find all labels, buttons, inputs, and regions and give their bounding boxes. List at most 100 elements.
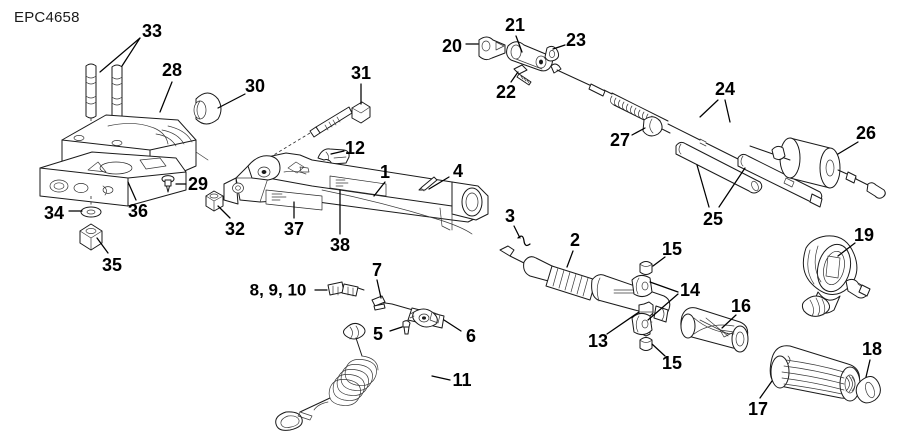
callout-15: 15 — [661, 239, 683, 259]
part-11-coiled-lanyard — [275, 322, 379, 431]
part-12-clip — [317, 148, 350, 165]
leader-line-33 — [121, 37, 141, 67]
leader-line-28 — [159, 81, 173, 113]
part-18-grip-end-ring — [855, 376, 881, 404]
leader-line-2 — [566, 250, 574, 268]
leader-lines — [68, 35, 871, 399]
callout-26: 26 — [855, 123, 877, 143]
callout-19: 19 — [853, 225, 875, 245]
part-7-wire-lead — [371, 295, 421, 313]
leader-line-15 — [652, 256, 666, 267]
leader-line-35 — [96, 237, 109, 254]
part-27-cable-retainer-cap — [642, 116, 663, 137]
part-1-tiller-handle-arm — [223, 152, 489, 235]
callout-31: 31 — [350, 63, 372, 83]
leader-line-32 — [217, 205, 231, 219]
callout-7: 7 — [371, 260, 383, 280]
callout-23: 23 — [565, 30, 587, 50]
leader-line-15 — [651, 343, 666, 357]
callout-3: 3 — [504, 206, 516, 226]
leader-line-26 — [837, 141, 859, 155]
callout-28: 28 — [161, 60, 183, 80]
callout-16: 16 — [730, 296, 752, 316]
part-37-id-plate — [265, 189, 323, 211]
leader-line-6 — [443, 319, 462, 332]
part-15-spacer-upper — [639, 261, 653, 275]
leader-line-12 — [330, 150, 345, 155]
callout-1: 1 — [379, 162, 391, 182]
callout-27: 27 — [609, 130, 631, 150]
callout-29: 29 — [187, 174, 209, 194]
leader-line-7 — [376, 279, 382, 299]
part-8-9-10-connector-set — [327, 281, 365, 297]
part-30-pivot-cap — [193, 92, 222, 125]
leader-line-17 — [759, 380, 773, 399]
leader-line-13 — [606, 311, 640, 335]
leader-line-14 — [649, 281, 679, 293]
part-38-id-plate — [329, 175, 387, 197]
part-26-cable-drum — [749, 137, 886, 199]
part-17-throttle-grip — [769, 345, 861, 402]
part-25-cable-housing-tubes — [675, 141, 823, 208]
part-19-clamp-bracket — [801, 235, 871, 317]
leader-line-36 — [127, 181, 137, 201]
leader-line-24 — [724, 99, 731, 123]
callout-5: 5 — [372, 324, 384, 344]
part-34-washer — [80, 206, 102, 218]
callout-12: 12 — [344, 138, 366, 158]
leader-line-25 — [696, 164, 710, 208]
callout-2: 2 — [569, 230, 581, 250]
part-33-pivot-pins — [85, 63, 123, 151]
part-16-throttle-cam-tube — [680, 307, 749, 353]
callout-32: 32 — [224, 219, 246, 239]
callout-25: 25 — [702, 209, 724, 229]
callout-24: 24 — [714, 79, 736, 99]
part-14-bushing-pair — [631, 274, 653, 336]
callout-17: 17 — [747, 399, 769, 419]
callout-18: 18 — [861, 339, 883, 359]
callout-8-9-10: 8, 9, 10 — [249, 280, 307, 300]
leader-line-27 — [631, 127, 646, 136]
leader-line-33 — [99, 37, 141, 73]
part-3-cotter-pin — [517, 235, 531, 247]
callout-15: 15 — [661, 353, 683, 373]
leader-line-4 — [428, 176, 450, 190]
callout-38: 38 — [329, 235, 351, 255]
leader-line-24 — [699, 99, 719, 118]
callout-30: 30 — [244, 76, 266, 96]
part-29-grease-fitting — [161, 175, 175, 193]
callout-35: 35 — [101, 255, 123, 275]
page-title: EPC4658 — [14, 9, 80, 26]
part-5-screw — [402, 320, 411, 335]
part-6-stop-switch — [407, 307, 445, 329]
callout-6: 6 — [465, 326, 477, 346]
leader-line-1 — [373, 181, 386, 197]
part-23-washer — [544, 45, 560, 62]
part-36-swivel-housing — [39, 151, 187, 208]
callout-20: 20 — [441, 36, 463, 56]
leader-line-30 — [217, 93, 246, 109]
part-20-cable-end-fitting — [478, 36, 506, 61]
callout-21: 21 — [504, 15, 526, 35]
callout-11: 11 — [452, 370, 472, 390]
callout-33: 33 — [141, 21, 163, 41]
callout-37: 37 — [283, 219, 305, 239]
leader-line-23 — [552, 44, 566, 50]
callout-34: 34 — [43, 203, 65, 223]
part-35-locknut — [79, 223, 103, 251]
part-15-spacer-lower — [639, 337, 653, 351]
part-4-roll-pin — [418, 176, 438, 192]
part-31-pivot-bolt — [271, 101, 371, 157]
leader-line-25 — [718, 167, 746, 208]
leader-line-21 — [515, 35, 523, 53]
leader-line-3 — [513, 225, 521, 239]
leader-line-19 — [837, 242, 856, 257]
callout-14: 14 — [679, 280, 701, 300]
leader-line-5 — [389, 326, 403, 332]
leader-line-16 — [721, 314, 737, 329]
callout-4: 4 — [452, 161, 464, 181]
leader-line-14 — [647, 293, 679, 321]
leader-line-18 — [865, 359, 871, 378]
